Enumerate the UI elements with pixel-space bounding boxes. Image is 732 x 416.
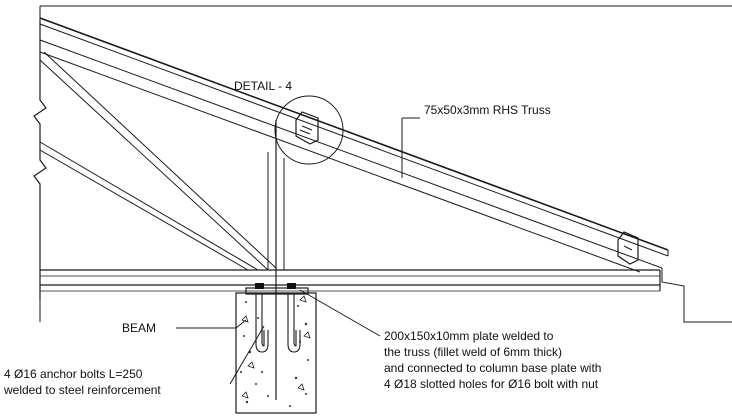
web-members (39, 51, 285, 400)
detail-circle (274, 95, 344, 165)
concrete-hatch (240, 301, 309, 407)
purlin-clip-detail-4 (295, 111, 319, 145)
beam-label: BEAM (122, 321, 156, 335)
purlin-clip-eave (617, 231, 639, 265)
bottom-chord (40, 269, 661, 292)
plate-label-line2: the truss (fillet weld of 6mm thick) (384, 345, 562, 359)
anchor-bolts (255, 283, 301, 353)
concrete-aggregate (241, 295, 311, 399)
top-chord (39, 17, 669, 273)
truss-label: 75x50x3mm RHS Truss (424, 103, 551, 117)
wall-break-line (33, 20, 47, 322)
drawing-border (39, 5, 732, 20)
plate-label-line3: and connected to column base plate with (384, 361, 601, 375)
eave-edge (661, 268, 732, 323)
plate-label-line4: 4 Ø18 slotted holes for Ø16 bolt with nu… (384, 377, 599, 391)
anchor-bolts-label-line1: 4 Ø16 anchor bolts L=250 (4, 367, 143, 381)
plate-label-line1: 200x150x10mm plate welded to (384, 329, 554, 343)
detail-label: DETAIL - 4 (234, 79, 292, 93)
leader-lines (176, 117, 420, 385)
base-plate (245, 287, 309, 295)
anchor-bolts-label-line2: welded to steel reinforcement (3, 383, 161, 397)
